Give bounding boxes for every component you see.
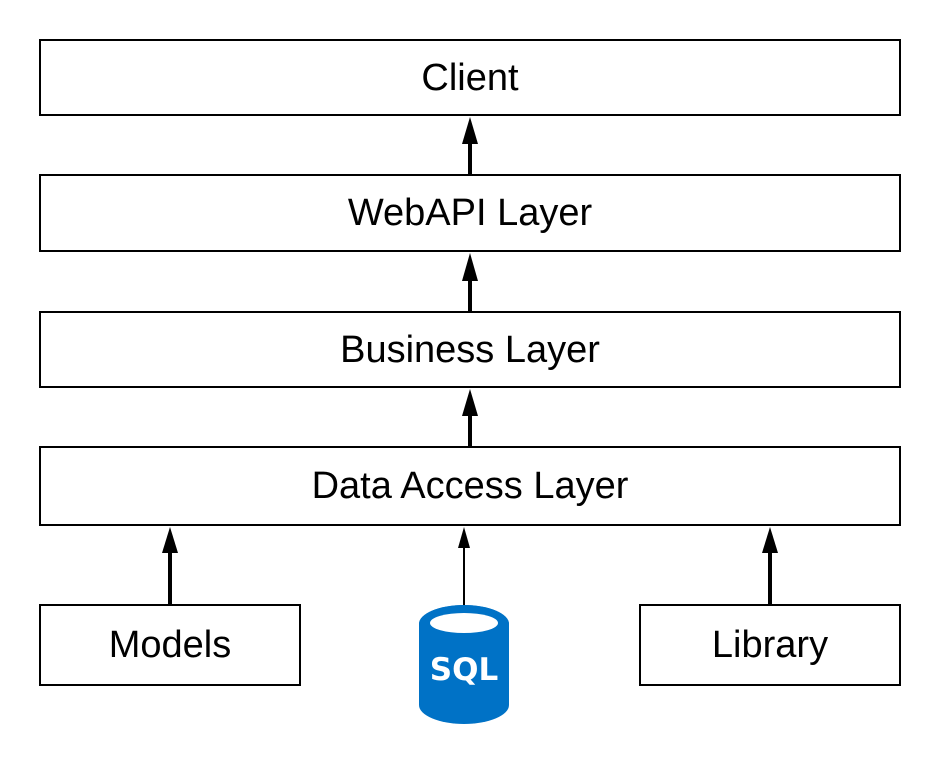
client-layer-box: Client [39, 39, 901, 116]
arrow-dal-to-business [462, 389, 478, 446]
data-access-layer-label: Data Access Layer [311, 465, 629, 507]
sql-label: SQL [430, 652, 498, 688]
models-label: Models [108, 624, 232, 666]
arrow-models-to-dal [162, 527, 178, 604]
sql-database-icon: SQL [419, 605, 509, 724]
arrow-library-to-dal [762, 527, 778, 604]
webapi-layer-label: WebAPI Layer [347, 192, 593, 234]
arrow-sql-to-dal [458, 527, 470, 606]
client-layer-label: Client [421, 56, 519, 99]
data-access-layer-box: Data Access Layer [39, 446, 901, 526]
business-layer-label: Business Layer [340, 328, 600, 371]
arrow-business-to-webapi [462, 253, 478, 311]
models-box: Models [39, 604, 301, 686]
business-layer-box: Business Layer [39, 311, 901, 388]
library-label: Library [711, 624, 829, 666]
library-box: Library [639, 604, 901, 686]
webapi-layer-box: WebAPI Layer [39, 174, 901, 252]
arrow-webapi-to-client [462, 117, 478, 174]
